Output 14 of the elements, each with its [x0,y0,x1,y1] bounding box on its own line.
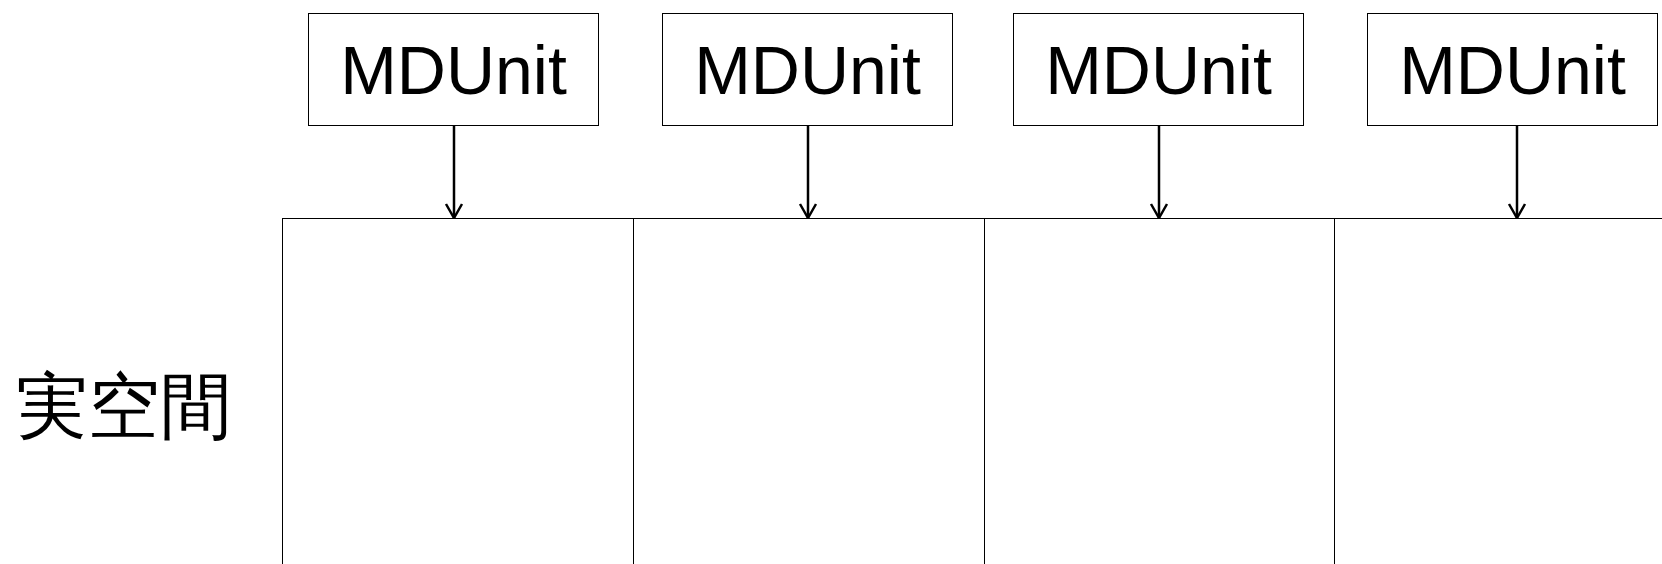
box-label: MDUnit [340,35,567,104]
arrow [1507,126,1527,220]
arrow [798,126,818,220]
unit-box [1367,13,1658,126]
box-label: MDUnit [1045,35,1272,104]
arrow [444,126,464,220]
arrow [1149,126,1169,220]
unit-box [308,13,599,126]
box-label: MDUnit [1399,35,1626,104]
row-label: 実空間 [16,370,232,442]
unit-box [1013,13,1304,126]
region-cell [282,218,634,564]
box-label: MDUnit [694,35,921,104]
unit-box [662,13,953,126]
